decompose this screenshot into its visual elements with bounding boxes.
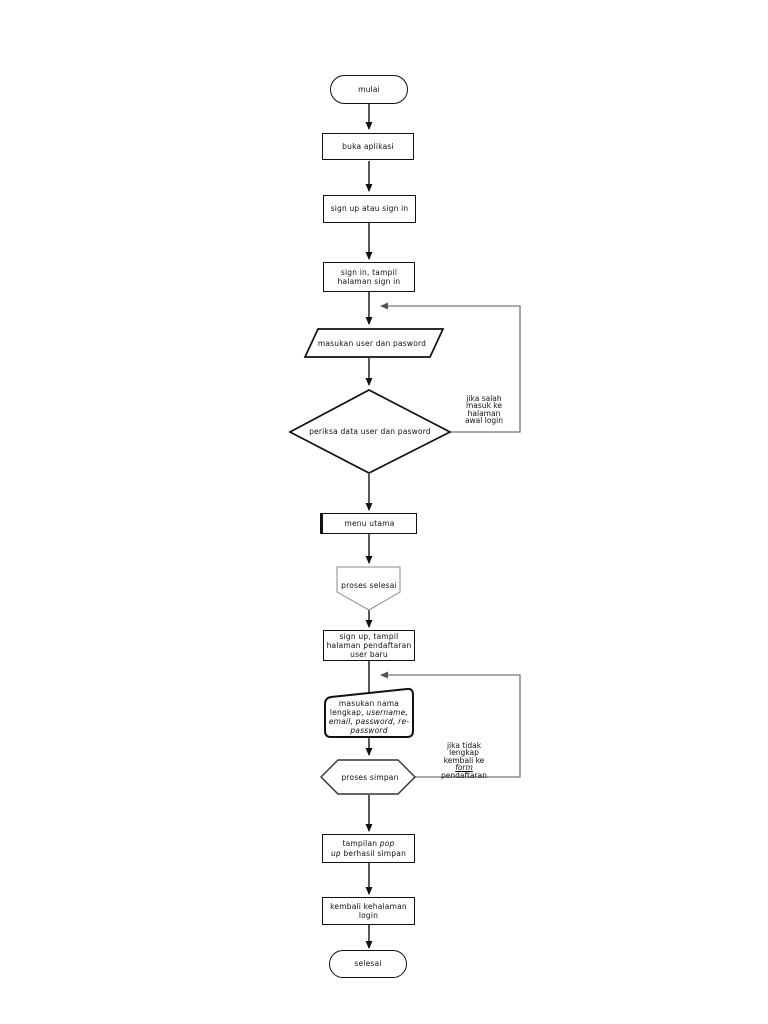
start-terminator: mulai xyxy=(330,75,408,104)
signin-page-label-line2: halaman sign in xyxy=(337,277,401,286)
popup-success-process: tampilan pop up berhasil simpan xyxy=(322,834,415,863)
back-to-login-process: kembali kehalaman login xyxy=(322,897,415,925)
open-app-process: buka aplikasi xyxy=(322,133,414,160)
incomplete-form-annotation: jika tidak lengkap kembali ke form penda… xyxy=(441,741,487,780)
signin-page-process: sign in, tampil halaman sign in xyxy=(323,262,415,292)
process-done-label: proses selesai xyxy=(341,581,397,590)
signup-page-label-line2: halaman pendaftaran xyxy=(326,641,412,650)
signup-page-label-line1: sign up, tampil xyxy=(339,632,399,641)
input-credentials-label: masukan user dan pasword xyxy=(317,339,427,348)
popup-success-label-line1: tampilan pop xyxy=(342,839,395,848)
registration-input-label: masukan nama lengkap, username, email, p… xyxy=(328,699,410,735)
feedback-loop-wrong-login xyxy=(380,302,521,433)
popup-success-label-line2: up berhasil simpan xyxy=(330,848,407,858)
signin-page-label-line1: sign in, tampil xyxy=(340,267,398,277)
main-menu-label: menu utama xyxy=(344,518,395,528)
registration-input-card xyxy=(324,687,414,738)
process-done-offpage-connector xyxy=(336,566,401,611)
back-to-login-label-line1: kembali kehalaman xyxy=(330,901,407,911)
signup-or-signin-process: sign up atau sign in xyxy=(323,195,416,223)
end-terminator: selesai xyxy=(329,950,407,978)
save-process-hexagon xyxy=(320,759,416,795)
signup-or-signin-label: sign up atau sign in xyxy=(330,204,409,214)
signup-page-label-line3: user baru xyxy=(350,650,388,659)
end-label: selesai xyxy=(354,959,382,969)
start-label: mulai xyxy=(358,84,380,94)
check-credentials-decision xyxy=(288,389,452,474)
wrong-login-annotation: jika salah masuk ke halaman awal login xyxy=(464,394,504,426)
signup-page-process: sign up, tampil halaman pendaftaran user… xyxy=(323,630,415,661)
feedback-loop-incomplete-form xyxy=(380,671,521,778)
save-process-label: proses simpan xyxy=(341,773,399,782)
open-app-label: buka aplikasi xyxy=(342,141,394,151)
check-credentials-label: periksa data user dan pasword xyxy=(309,427,431,436)
back-to-login-label-line2: login xyxy=(358,911,379,920)
input-credentials-parallelogram xyxy=(303,328,445,358)
main-menu-process: menu utama xyxy=(320,513,417,534)
